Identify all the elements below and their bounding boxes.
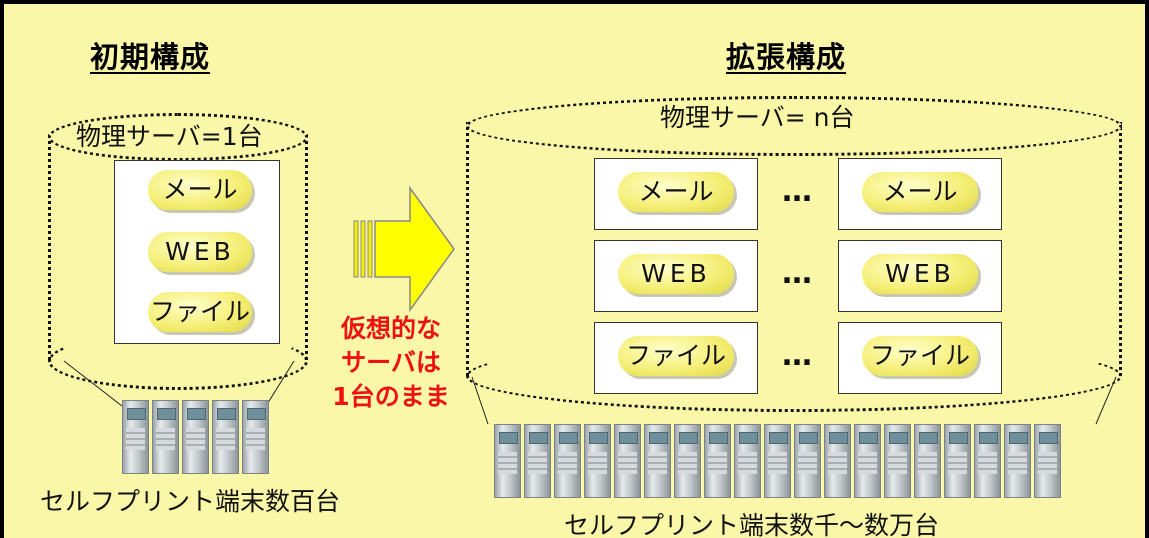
server-terminal-icon	[494, 424, 521, 498]
server-terminal-icon	[584, 424, 611, 498]
expanded-cylinder-top	[466, 96, 1122, 156]
server-terminal-icon	[1004, 424, 1031, 498]
server-terminal-icon	[824, 424, 851, 498]
expanded-terminals-label: セルフプリント端末数千～数万台	[564, 511, 940, 538]
expanded-mail-pill-right: メール	[862, 172, 978, 212]
initial-heading: 初期構成	[90, 40, 211, 74]
expanded-web-pill-right: WEB	[862, 254, 978, 294]
expanded-cylinder-bottom	[466, 340, 1122, 412]
note-line-1: 仮想的な	[340, 314, 441, 343]
right-arrow-icon	[353, 185, 455, 313]
server-terminal-icon	[212, 400, 239, 474]
expanded-connector-right	[1095, 376, 1117, 425]
server-terminal-icon	[854, 424, 881, 498]
server-terminal-icon	[614, 424, 641, 498]
expanded-connector-left	[471, 376, 489, 425]
server-terminal-icon	[122, 400, 149, 474]
server-terminal-icon	[644, 424, 671, 498]
server-terminal-icon	[764, 424, 791, 498]
server-terminal-icon	[182, 400, 209, 474]
server-terminal-icon	[1034, 424, 1061, 498]
expanded-heading: 拡張構成	[726, 40, 847, 74]
initial-file-pill: ファイル	[148, 292, 252, 332]
server-terminal-icon	[524, 424, 551, 498]
initial-cylinder-bottom	[48, 332, 308, 390]
expanded-cylinder-side	[466, 122, 1122, 376]
note-line-2: サーバは	[341, 348, 441, 377]
server-terminal-icon	[242, 400, 269, 474]
expanded-file-pill-right: ファイル	[862, 336, 978, 376]
initial-connector-right	[265, 360, 295, 407]
expanded-ellipsis-1: …	[782, 174, 815, 209]
initial-cylinder-side	[48, 134, 308, 360]
initial-terminal-rack	[122, 400, 269, 474]
initial-cylinder-top	[48, 113, 308, 161]
expanded-ellipsis-3: …	[782, 338, 815, 373]
note-line-3: 1台のまま	[332, 382, 450, 411]
server-terminal-icon	[914, 424, 941, 498]
server-terminal-icon	[152, 400, 179, 474]
server-terminal-icon	[794, 424, 821, 498]
server-terminal-icon	[674, 424, 701, 498]
initial-web-pill: WEB	[148, 232, 252, 272]
expanded-mail-pill-left: メール	[618, 172, 734, 212]
server-terminal-icon	[884, 424, 911, 498]
expanded-web-pill-left: WEB	[618, 254, 734, 294]
virtual-server-note: 仮想的な サーバは 1台のまま	[326, 312, 456, 414]
expanded-file-pill-left: ファイル	[618, 336, 734, 376]
server-terminal-icon	[944, 424, 971, 498]
connector-lines	[63, 360, 1117, 425]
server-terminal-icon	[704, 424, 731, 498]
initial-terminals-label: セルフプリント端末数百台	[40, 487, 341, 516]
server-terminal-icon	[974, 424, 1001, 498]
expanded-server-label: 物理サーバ= n台	[660, 103, 855, 132]
expanded-terminal-rack	[494, 424, 1061, 498]
initial-connector-left	[63, 360, 123, 407]
initial-mail-pill: メール	[148, 170, 252, 210]
server-terminal-icon	[554, 424, 581, 498]
expanded-ellipsis-2: …	[782, 256, 815, 291]
initial-server-label: 物理サーバ=1台	[76, 122, 263, 151]
server-terminal-icon	[734, 424, 761, 498]
